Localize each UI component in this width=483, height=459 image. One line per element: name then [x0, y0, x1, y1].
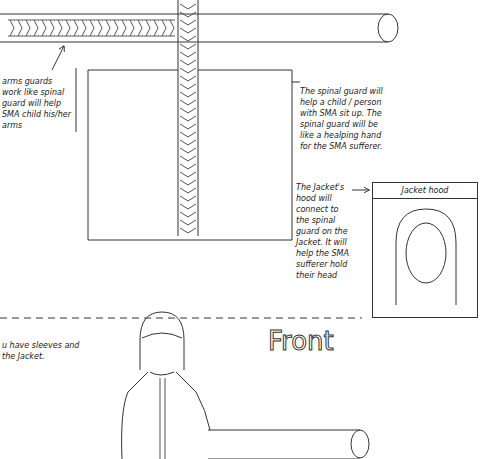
- hood-front: [140, 312, 184, 370]
- view-title: Front: [268, 326, 334, 356]
- arm-guard: [0, 14, 388, 42]
- divider: [0, 318, 362, 319]
- jacket-front: [122, 372, 210, 459]
- arm-guard-end: [378, 14, 398, 42]
- hood-sketch: [373, 183, 479, 319]
- spinal-guard: [178, 0, 198, 236]
- sketch-frame: Jacket hood: [372, 182, 478, 318]
- frame-heading: Jacket hood: [373, 183, 477, 199]
- note-text: The Jacket's hood will connect to the sp…: [296, 182, 350, 281]
- note-text: The spinal guard will help a child / per…: [300, 86, 392, 152]
- jacket-body: [88, 70, 292, 240]
- arm-guard: [208, 430, 360, 459]
- note-text: u have sleeves and the Jacket.: [2, 340, 94, 362]
- leader-line: [52, 46, 64, 70]
- leader-line: [352, 190, 369, 191]
- note-text: arms guards work like spinal guard will …: [2, 76, 72, 131]
